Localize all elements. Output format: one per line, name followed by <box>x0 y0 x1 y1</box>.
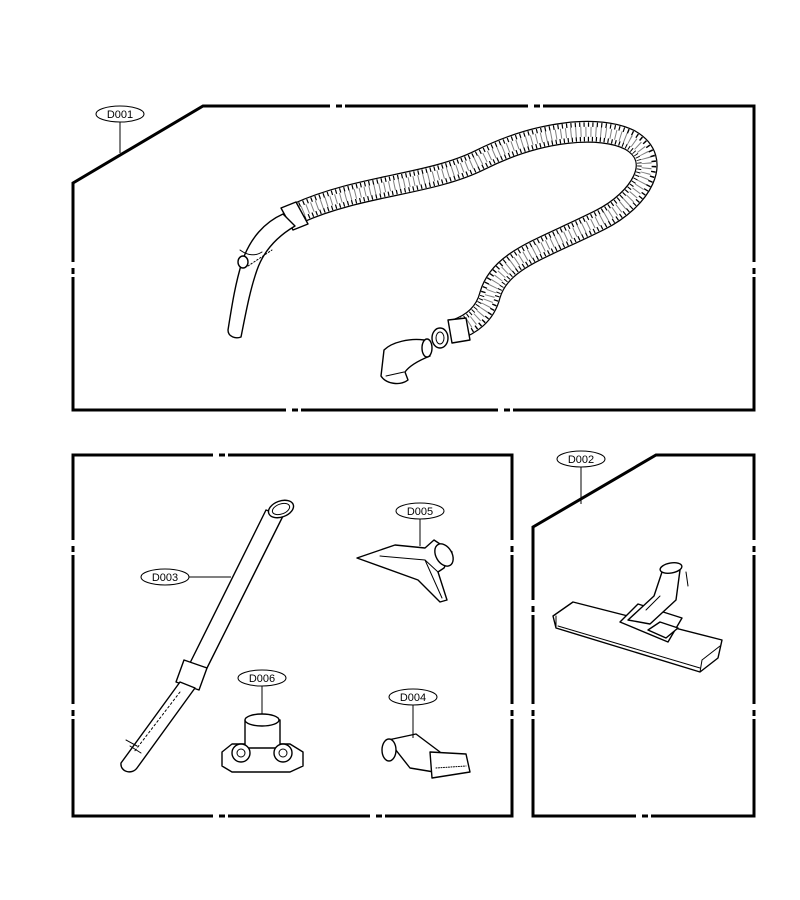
panel-floor-nozzle-border <box>531 453 756 818</box>
callout-extension-pipe-label: D003 <box>152 572 178 584</box>
callout-extension-pipe: D003 <box>140 568 231 586</box>
panel-accessories: D003 D005 D006 <box>71 453 514 818</box>
hose-handle <box>227 213 296 339</box>
callout-dusting-brush: D004 <box>388 688 438 738</box>
callout-hose: D001 <box>95 105 145 153</box>
tool-holder-left-mount <box>231 743 251 763</box>
floor-nozzle-illustration <box>552 562 723 673</box>
tool-holder-illustration <box>221 713 304 773</box>
extension-pipe-collar <box>175 659 208 691</box>
hose-end-ring <box>431 327 449 349</box>
tool-holder-right-mount <box>273 743 293 763</box>
extension-pipe-lock-slots <box>133 691 181 753</box>
callout-hose-label: D001 <box>107 109 133 121</box>
extension-pipe-illustration <box>120 499 295 773</box>
upholstery-nozzle-inlet <box>434 543 454 567</box>
panel-floor-nozzle: D002 <box>531 450 756 818</box>
panel-floor-nozzle-break-marks <box>531 540 756 818</box>
panel-hose-break-marks <box>71 104 756 412</box>
dusting-brush-inlet <box>381 738 397 762</box>
callout-tool-holder-label: D006 <box>249 673 275 685</box>
panel-hose-border <box>71 104 756 412</box>
hose-illustration <box>227 120 658 385</box>
dusting-brush-head <box>429 751 471 779</box>
extension-pipe-top-opening <box>267 499 295 519</box>
upholstery-nozzle-body <box>356 539 453 603</box>
panel-hose: D001 <box>71 104 756 412</box>
panel-accessories-break-marks <box>71 453 514 818</box>
dusting-brush-illustration <box>381 733 471 779</box>
callout-upholstery-nozzle-label: D005 <box>407 506 433 518</box>
extension-pipe-upper <box>189 509 284 669</box>
hose-end-cuff <box>447 317 471 344</box>
callout-upholstery-nozzle: D005 <box>395 502 445 546</box>
floor-nozzle-inlet <box>659 562 683 574</box>
hose-elbow-connector <box>380 338 431 385</box>
panel-accessories-border <box>71 453 514 818</box>
dusting-brush-bristles <box>435 765 467 769</box>
extension-pipe-lower <box>120 681 196 773</box>
callout-floor-nozzle: D002 <box>556 450 606 504</box>
floor-nozzle-pedal <box>647 621 679 639</box>
upholstery-nozzle-illustration <box>356 539 454 603</box>
callout-floor-nozzle-label: D002 <box>568 454 594 466</box>
callout-tool-holder: D006 <box>237 669 287 714</box>
callout-dusting-brush-label: D004 <box>400 692 426 704</box>
